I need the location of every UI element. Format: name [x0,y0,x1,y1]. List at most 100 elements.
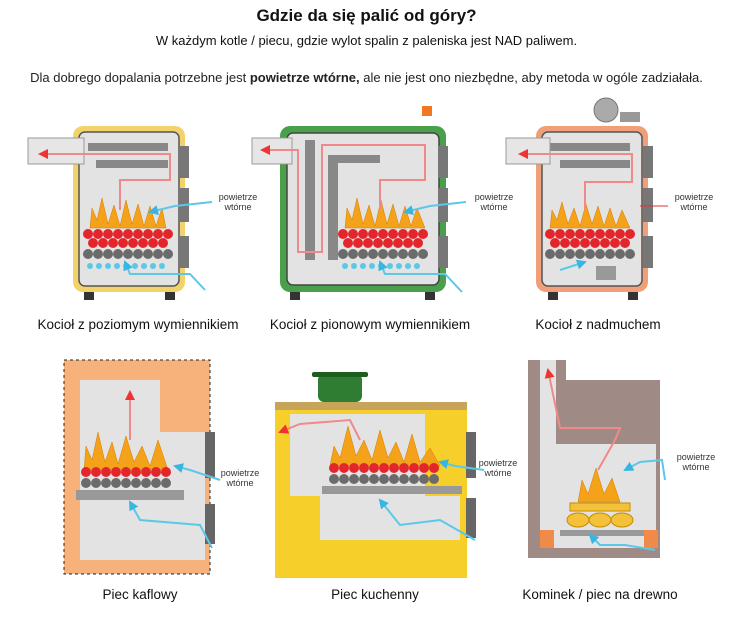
fresh-coal [338,249,428,259]
boiler-chamber [541,131,643,287]
caption-fan-boiler: Kocioł z nadmuchem [535,317,661,332]
flames [89,197,167,229]
door [466,498,476,538]
door [643,236,653,268]
secondary-air-arrow [438,459,485,471]
primary-air-arrow [129,500,213,549]
fresh-coal [329,474,439,484]
secondary-air-label-line2: wtórne [223,202,251,212]
secondary-air-label-line2: wtórne [479,202,507,212]
caption-tile-stove: Piec kaflowy [102,587,178,602]
note-text-end: ale nie jest ono niezbędne, aby metoda w… [359,70,703,85]
panel-horizontal-exchanger-boiler: powietrze wtórne [27,126,258,300]
fresh-coal [83,249,173,259]
flue-outlet [505,137,551,165]
flue-outlet [27,137,85,165]
caption-vertical-exchanger-boiler: Kocioł z pionowym wymiennikiem [269,317,471,332]
note-text-bold: powietrze wtórne, [249,70,360,85]
fireplace-interior [540,360,656,548]
foot [548,292,558,300]
secondary-air-label-line1: powietrze [221,468,260,478]
flames [329,425,441,467]
secondary-air-label-line2: wtórne [679,202,707,212]
panel-kitchen-stove: powietrze wtórne [275,372,517,578]
caption-kitchen-stove: Piec kuchenny [331,587,419,602]
exchanger-baffle [560,160,630,168]
cooking-pot [318,374,362,402]
fresh-coal [81,478,171,488]
caption-horizontal-exchanger-boiler: Kocioł z poziomym wymiennikiem [37,317,239,332]
burning-coal [83,229,173,248]
door [179,236,189,268]
base-block [644,530,658,548]
grate [76,490,184,500]
exchanger-baffle [96,160,168,168]
base-block [540,530,554,548]
burning-coal [338,229,428,248]
flames [83,431,169,471]
door [466,432,476,478]
exchanger-baffle [328,155,380,163]
pot-lid [312,372,368,377]
air-inlet [596,266,616,280]
secondary-air-note: Dla dobrego dopalania potrzebne jest pow… [0,70,733,85]
secondary-air-label-line2: wtórne [681,462,709,472]
secondary-air-label-line1: powietrze [479,458,518,468]
secondary-air-label-line1: powietrze [677,452,716,462]
exchanger-baffle [88,143,168,151]
flames [577,467,621,503]
fan-icon [593,97,619,123]
secondary-air-label-line2: wtórne [483,468,511,478]
secondary-air-label-line1: powietrze [675,192,714,202]
fresh-coal [545,249,635,259]
primary-air-arrow [123,260,206,291]
secondary-air-label-line1: powietrze [219,192,258,202]
burning-coal [81,467,171,477]
page-title: Gdzie da się palić od góry? [256,6,477,25]
foot [84,292,94,300]
door [643,146,653,178]
foot [290,292,300,300]
exchanger-baffle [305,140,315,260]
caption-fireplace: Kominek / piec na drewno [522,587,678,602]
door [643,188,653,222]
secondary-air-arrow [403,201,467,215]
panel-fireplace: powietrze wtórne [528,360,715,558]
flue-gas-arrow [260,144,426,253]
primary-air-arrow [378,498,476,541]
foot [628,292,638,300]
page-subtitle: W każdym kotle / piecu, gdzie wylot spal… [155,33,578,48]
primary-air-arrow [378,260,463,293]
flue-gas-arrow [278,418,361,441]
hob-plate [275,402,467,410]
secondary-air-arrow [148,201,213,215]
panel-tile-stove: powietrze wtórne [63,359,260,575]
flue-gas-arrow [544,368,622,471]
secondary-air-label-line2: wtórne [225,478,253,488]
secondary-air-arrow [173,463,221,481]
door [179,146,189,178]
foot [425,292,435,300]
door [205,432,215,478]
secondary-air-label-line1: powietrze [475,192,514,202]
flue-gas-arrow [38,149,171,210]
exchanger-baffle [550,143,630,151]
burning-coal [329,463,439,473]
secondary-air-arrow [623,458,666,481]
primary-air-arrow [588,533,656,551]
thermostat [422,106,432,116]
panel-vertical-exchanger-boiler: powietrze wtórne [251,106,514,300]
burning-coal [545,229,635,248]
foot [165,292,175,300]
grate [560,530,644,536]
note-text-start: Dla dobrego dopalania potrzebne jest [30,70,250,85]
door [438,146,448,178]
grate [322,486,462,494]
fan-housing [620,112,640,122]
panel-fan-boiler: powietrze wtórne [505,97,714,300]
flames [549,201,631,229]
door [205,504,215,544]
wood-logs [566,502,634,528]
primary-air-arrow [559,259,587,271]
